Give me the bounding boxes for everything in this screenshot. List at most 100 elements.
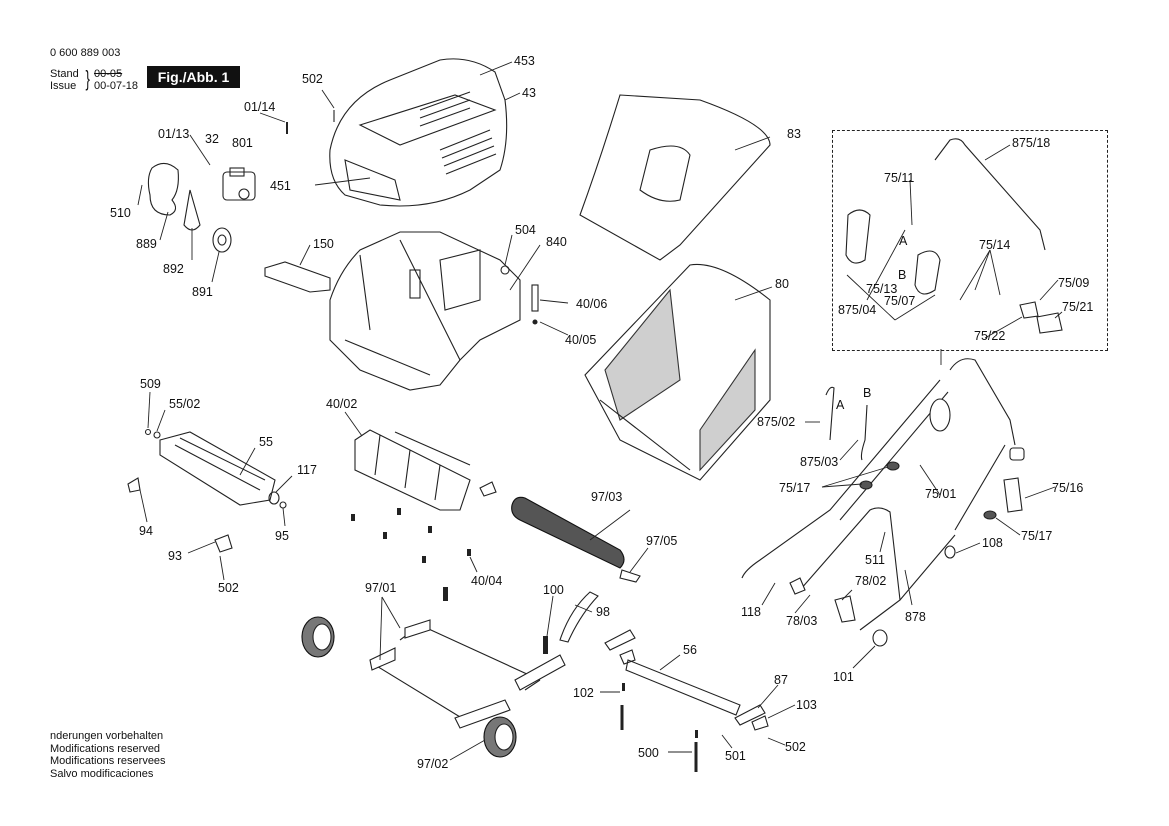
callout-93: 93 [168,549,182,563]
modifications-notice: nderungen vorbehalten Modifications rese… [50,730,166,780]
callout-510: 510 [110,206,131,220]
rear-flap-part [625,659,741,716]
callout-891: 891 [192,285,213,299]
bolt-97-05-part [619,569,641,583]
bracket-93-part [214,534,233,553]
belt-part [183,189,201,231]
document-number: 0 600 889 003 [50,47,121,59]
nut-509-part [144,428,152,436]
pin-102-part [622,683,625,691]
wheel-part [301,616,335,658]
stand-value: 00-05 [94,68,123,80]
callout-83: 83 [787,127,801,141]
washer-55-02-part [153,431,161,439]
callout-75-16: 75/16 [1052,481,1084,495]
callout-117: 117 [297,463,317,477]
motor-part [222,167,256,201]
callout-78-03: 78/03 [786,614,818,628]
spring-part [443,587,448,601]
wheel-97-02-part [483,716,517,758]
callout-40-06: 40/06 [576,297,608,311]
callout-453: 453 [514,54,535,68]
clip-part [619,649,636,665]
figure-badge: Fig./Abb. 1 [147,66,240,88]
switch-75-22-part [1019,301,1039,319]
callout-75-09: 75/09 [1058,276,1090,290]
handle-bar-875-18-part [934,138,1046,251]
grassbox-cover-part [579,94,771,261]
lower-handle-side-part [899,534,956,601]
scarifier-cover-part [354,429,471,511]
callout-75-14: 75/14 [979,238,1011,252]
callout-95: 95 [275,529,289,543]
callout-43: 43 [522,86,536,100]
lever-98-part [559,591,599,643]
spring-100-part [543,636,548,654]
clamp-part [789,577,806,595]
callout-75-01: 75/01 [925,487,957,501]
brace-icon: } [85,66,90,91]
stand-label: Stand [50,68,79,80]
motor-hood-part [329,58,508,207]
callout-75-17-b: 75/17 [1021,529,1053,543]
callout-A: A [836,398,845,412]
callout-55-02: 55/02 [169,397,201,411]
callout-100: 100 [543,583,564,597]
callout-502: 502 [302,72,323,86]
knob-101-part [872,629,888,647]
callout-B: B [863,386,872,400]
switch-cover-75-07-part [914,250,941,295]
cover-handle-part [639,145,691,202]
switch-housing-part [845,209,871,264]
notice-line-fr: Modifications reservees [50,755,166,767]
inset-callout-A: A [899,234,908,248]
callout-502-bottom: 502 [785,740,806,754]
housing-part [329,231,521,391]
pin-part [479,481,497,497]
callout-98: 98 [596,605,610,619]
callout-451: 451 [270,179,291,193]
bearing-117-part [268,491,280,505]
chassis-part [369,619,566,729]
bracket-87-part [734,704,766,726]
callout-55: 55 [259,435,273,449]
callout-118: 118 [741,605,761,619]
callout-108: 108 [982,536,1003,550]
callout-80: 80 [775,277,789,291]
callout-875-18: 875/18 [1012,136,1051,150]
callout-150: 150 [313,237,334,251]
bracket-78-02-part [834,595,856,623]
notice-line-es: Salvo modificaciones [50,767,154,780]
callout-97-05: 97/05 [646,534,678,548]
callout-94: 94 [139,524,153,538]
callout-102: 102 [573,686,594,700]
screws-40-04-part [351,508,471,563]
cable-hook-75-16-part [1003,477,1023,513]
callout-87: 87 [774,673,788,687]
callout-501: 501 [725,749,746,763]
callout-40-04: 40/04 [471,574,503,588]
clip-103-part [751,715,769,731]
pin-500-part [695,730,698,738]
belt-cover-part [147,162,179,216]
notice-line-en: Modifications reserved [50,742,161,755]
callout-103: 103 [796,698,817,712]
callout-101: 101 [833,670,854,684]
callout-32: 32 [205,132,219,146]
callout-97-01: 97/01 [365,581,397,595]
callout-75-17-a: 75/17 [779,481,811,495]
cable-875-02-part [825,386,835,441]
callout-892: 892 [163,262,184,276]
lower-handle-part [799,507,901,631]
callout-97-02: 97/02 [417,757,449,771]
callout-40-02: 40/02 [326,397,358,411]
issue-label: Issue [50,80,77,92]
callout-509: 509 [140,377,161,391]
screw-40-05-part [532,319,538,325]
callout-75-21: 75/21 [1062,300,1094,314]
grassbox-part [584,263,771,481]
clip-75-17-part [983,510,997,520]
clip-75-17-part [886,461,900,471]
callout-878: 878 [905,610,926,624]
